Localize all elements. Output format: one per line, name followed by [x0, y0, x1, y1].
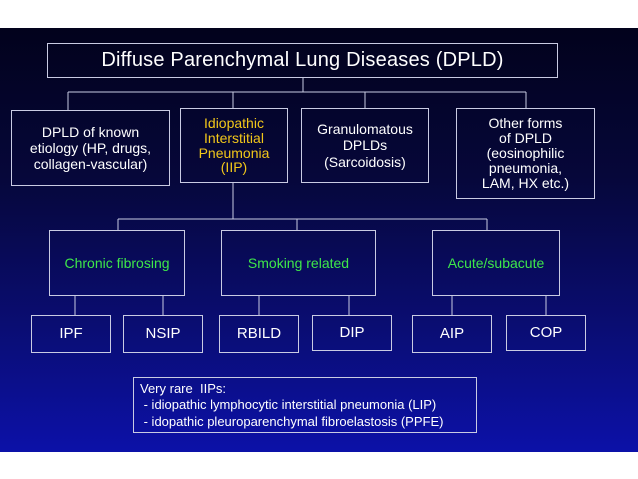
aip-box: AIP [412, 315, 492, 353]
rbild-text: RBILD [236, 325, 282, 343]
smoking-related-text: Smoking related [247, 254, 350, 271]
other-forms-box: Other forms of DPLD (eosinophilic pneumo… [456, 108, 595, 199]
nsip-text: NSIP [145, 325, 181, 343]
ipf-box: IPF [31, 315, 111, 353]
granulomatous-box: Granulomatous DPLDs (Sarcoidosis) [301, 108, 429, 183]
chronic-fibrosing-box: Chronic fibrosing [49, 230, 185, 296]
smoking-related-box: Smoking related [221, 230, 376, 296]
title-box: Diffuse Parenchymal Lung Diseases (DPLD) [47, 43, 558, 78]
acute-subacute-text: Acute/subacute [447, 254, 545, 271]
dip-box: DIP [312, 315, 392, 351]
rare-iips-note: Very rare IIPs: - idiopathic lymphocytic… [133, 377, 477, 433]
rbild-box: RBILD [219, 315, 299, 353]
granulomatous-text: Granulomatous DPLDs (Sarcoidosis) [317, 121, 413, 170]
acute-subacute-box: Acute/subacute [432, 230, 560, 296]
rare-iips-line-ppfe: - idopathic pleuroparenchymal fibroelast… [140, 413, 444, 429]
iip-text: Idiopathic Interstitial Pneumonia (IIP) [198, 115, 270, 176]
iip-box: Idiopathic Interstitial Pneumonia (IIP) [180, 108, 288, 183]
chronic-fibrosing-text: Chronic fibrosing [64, 254, 170, 271]
dip-text: DIP [339, 324, 365, 342]
cop-box: COP [506, 315, 586, 351]
other-forms-text: Other forms of DPLD (eosinophilic pneumo… [481, 114, 570, 192]
rare-iips-heading: Very rare IIPs: [140, 381, 226, 396]
rare-iips-line-lip: - idiopathic lymphocytic interstitial pn… [140, 397, 437, 413]
aip-text: AIP [439, 325, 465, 343]
ipf-text: IPF [59, 325, 83, 343]
known-etiology-text: DPLD of known etiology (HP, drugs, colla… [29, 123, 152, 173]
nsip-box: NSIP [123, 315, 203, 353]
known-etiology-box: DPLD of known etiology (HP, drugs, colla… [11, 110, 170, 186]
cop-text: COP [529, 324, 563, 342]
slide-background [0, 28, 638, 452]
title-text: Diffuse Parenchymal Lung Diseases (DPLD) [101, 48, 504, 71]
